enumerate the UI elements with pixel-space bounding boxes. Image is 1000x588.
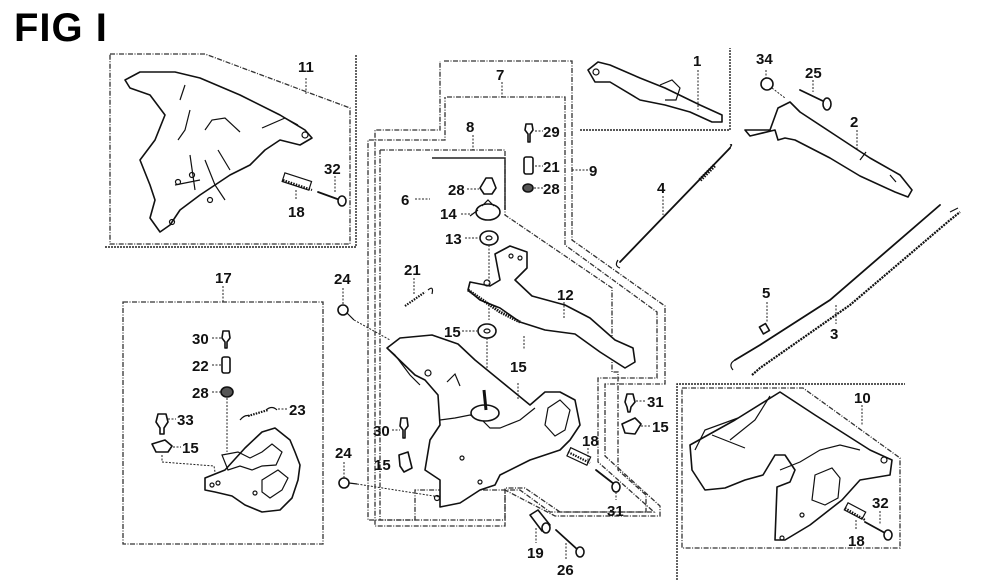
washer-13 (479, 230, 499, 246)
bolt-29-group19 (221, 330, 231, 349)
group-10-box (676, 383, 905, 580)
callout-33: 33 (177, 412, 194, 429)
control-lever-assembly-19 (204, 427, 301, 513)
callout-23: 23 (289, 402, 306, 419)
callout-4: 4 (657, 180, 666, 197)
callout-28-group19: 28 (192, 385, 209, 402)
callout-13: 13 (445, 231, 462, 248)
lever-14 (469, 199, 501, 221)
callout-15-center: 15 (374, 457, 391, 474)
collar-22 (529, 509, 551, 534)
washer-28-group19 (220, 386, 234, 398)
callout-15-right: 15 (652, 419, 669, 436)
callout-20: 21 (404, 262, 421, 279)
governor-lever-2 (744, 101, 913, 198)
washer-28-center (522, 183, 534, 193)
clip-5 (758, 322, 771, 335)
callout-7: 7 (496, 67, 504, 84)
spring-23 (239, 406, 278, 421)
control-lever-12 (467, 245, 636, 369)
spring-18-group10 (843, 501, 867, 521)
callout-34: 34 (756, 51, 773, 68)
callout-6: 6 (401, 192, 409, 209)
callout-2: 2 (850, 114, 858, 131)
callout-25: 25 (805, 65, 822, 82)
callout-24-lower: 24 (335, 445, 352, 462)
callout-5: 5 (762, 285, 770, 302)
spring-rod-4 (615, 143, 733, 269)
callout-3: 3 (830, 326, 838, 343)
bracket-10-part (689, 391, 893, 541)
callout-19: 17 (215, 270, 232, 287)
clip-15-group19 (151, 439, 173, 453)
callout-30-center: 30 (373, 423, 390, 440)
bolt-30-center (399, 417, 409, 439)
nut-27 (479, 177, 497, 195)
callout-15-group19: 15 (182, 440, 199, 457)
control-base-17 (386, 334, 581, 508)
callout-12: 12 (557, 287, 574, 304)
callout-9: 9 (589, 163, 597, 180)
callout-22: 19 (527, 545, 544, 562)
callout-21-center: 21 (543, 159, 560, 176)
group-9-outline (379, 149, 647, 521)
bolt-24-lower (338, 477, 358, 489)
callout-10: 10 (854, 390, 871, 407)
callout-26: 26 (557, 562, 574, 579)
clip-15-right (621, 417, 642, 435)
clip-15-center (398, 451, 413, 473)
bolt-26 (555, 529, 585, 558)
callout-17: 15 (510, 359, 527, 376)
callout-18-group10: 18 (848, 533, 865, 550)
callout-1: 1 (693, 53, 701, 70)
collar-21-center (523, 156, 534, 175)
nut-34 (760, 77, 774, 91)
group-6-outline (432, 157, 506, 210)
callout-18-group11: 18 (288, 204, 305, 221)
callout-31: 31 (607, 503, 624, 520)
callout-24-upper: 24 (334, 271, 351, 288)
callout-32-group10: 32 (872, 495, 889, 512)
bolt-25 (799, 89, 832, 111)
callout-18-center: 18 (582, 433, 599, 450)
callout-21-group19: 22 (192, 358, 209, 375)
group-1-box (580, 48, 731, 131)
callout-29-center: 29 (543, 124, 560, 141)
callout-32-group11: 32 (324, 161, 341, 178)
spring-18-center (566, 446, 592, 466)
screw-32-group10 (864, 521, 893, 541)
nut-33 (155, 413, 169, 435)
group-7-outline (374, 60, 666, 527)
rod-3 (730, 204, 961, 376)
callout-27: 28 (448, 182, 465, 199)
washer-16 (477, 323, 497, 339)
governor-arm-1 (587, 61, 723, 123)
callout-28-center: 28 (543, 181, 560, 198)
spring-20 (404, 287, 434, 307)
bolt-29-center (524, 123, 534, 143)
callout-29-group19: 30 (192, 331, 209, 348)
control-base-bracket-part (124, 71, 313, 233)
screw-31 (595, 469, 621, 493)
screw-32-group11 (317, 191, 347, 207)
bolt-30-right (624, 393, 636, 413)
bolt-24-upper (337, 304, 355, 321)
figure-title: FIG I (14, 6, 108, 50)
spring-18-group11 (281, 172, 313, 192)
callout-11: 11 (298, 59, 314, 76)
callout-16: 15 (444, 324, 461, 341)
group-11-box (105, 53, 357, 248)
callout-8: 8 (466, 119, 474, 136)
collar-21-group19 (221, 356, 231, 374)
callout-14: 14 (440, 206, 457, 223)
callout-30-right: 31 (647, 394, 664, 411)
